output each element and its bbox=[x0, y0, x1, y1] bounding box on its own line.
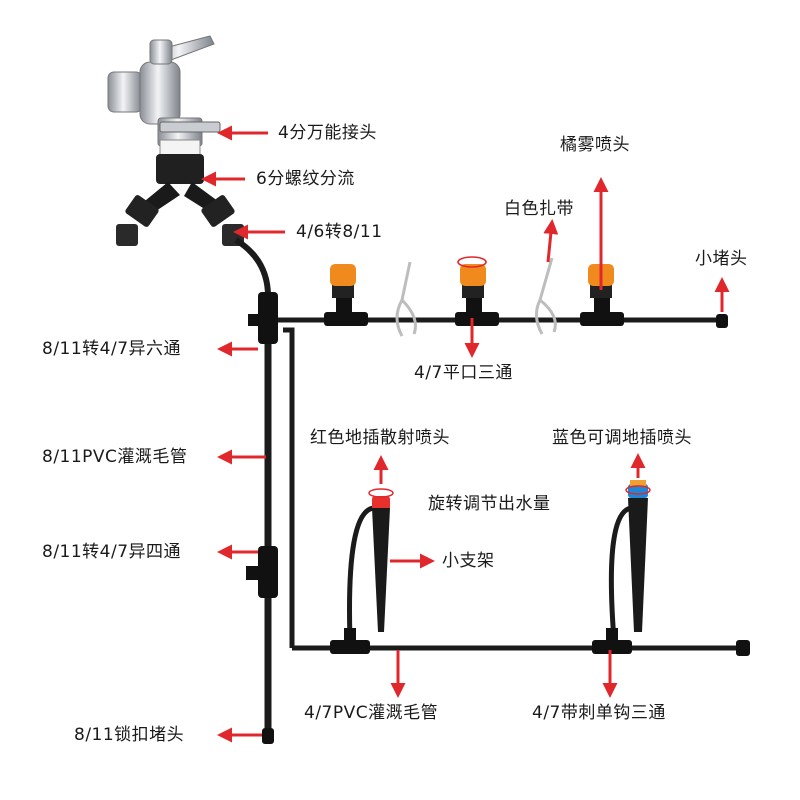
label-universal-connector: 4分万能接头 bbox=[278, 123, 377, 143]
callout-arrows bbox=[201, 125, 730, 743]
barbed-tees bbox=[330, 628, 632, 654]
label-pvc-branch-pipe: 4/7PVC灌溉毛管 bbox=[304, 703, 439, 723]
label-six-way: 8/11转4/7异六通 bbox=[42, 339, 182, 359]
white-cable-ties bbox=[395, 257, 557, 337]
label-red-spray: 红色地插散射喷头 bbox=[310, 428, 450, 448]
faucet bbox=[107, 35, 221, 147]
label-barbed-tee: 4/7带刺单钩三通 bbox=[532, 703, 666, 723]
splitter-assembly bbox=[116, 139, 244, 246]
four-way-fitting bbox=[246, 546, 278, 598]
label-thread-splitter: 6分螺纹分流 bbox=[256, 169, 355, 189]
small-end-plug bbox=[716, 314, 728, 328]
label-blue-adjustable: 蓝色可调地插喷头 bbox=[552, 428, 692, 448]
label-small-stand: 小支架 bbox=[442, 551, 495, 571]
label-rotate-adjust: 旋转调节出水量 bbox=[428, 494, 551, 514]
label-lock-plug: 8/11锁扣堵头 bbox=[74, 725, 185, 745]
mist-nozzles bbox=[330, 264, 614, 298]
label-four-way: 8/11转4/7异四通 bbox=[42, 542, 182, 562]
lock-end-plug bbox=[262, 728, 274, 744]
rotate-indicator-icon bbox=[457, 256, 487, 268]
flat-tees bbox=[324, 296, 624, 326]
label-pvc-main-pipe: 8/11PVC灌溉毛管 bbox=[42, 447, 188, 467]
label-adapter: 4/6转8/11 bbox=[296, 222, 383, 242]
six-way-fitting bbox=[248, 292, 278, 344]
label-end-plug: 小堵头 bbox=[695, 249, 748, 269]
blue-adjustable-stake bbox=[625, 480, 651, 632]
label-flat-tee: 4/7平口三通 bbox=[414, 363, 513, 383]
label-white-tie: 白色扎带 bbox=[504, 199, 574, 219]
label-mist-nozzle: 橘雾喷头 bbox=[560, 135, 630, 155]
branch-end-plug bbox=[736, 640, 750, 656]
red-spray-stake bbox=[368, 488, 394, 632]
